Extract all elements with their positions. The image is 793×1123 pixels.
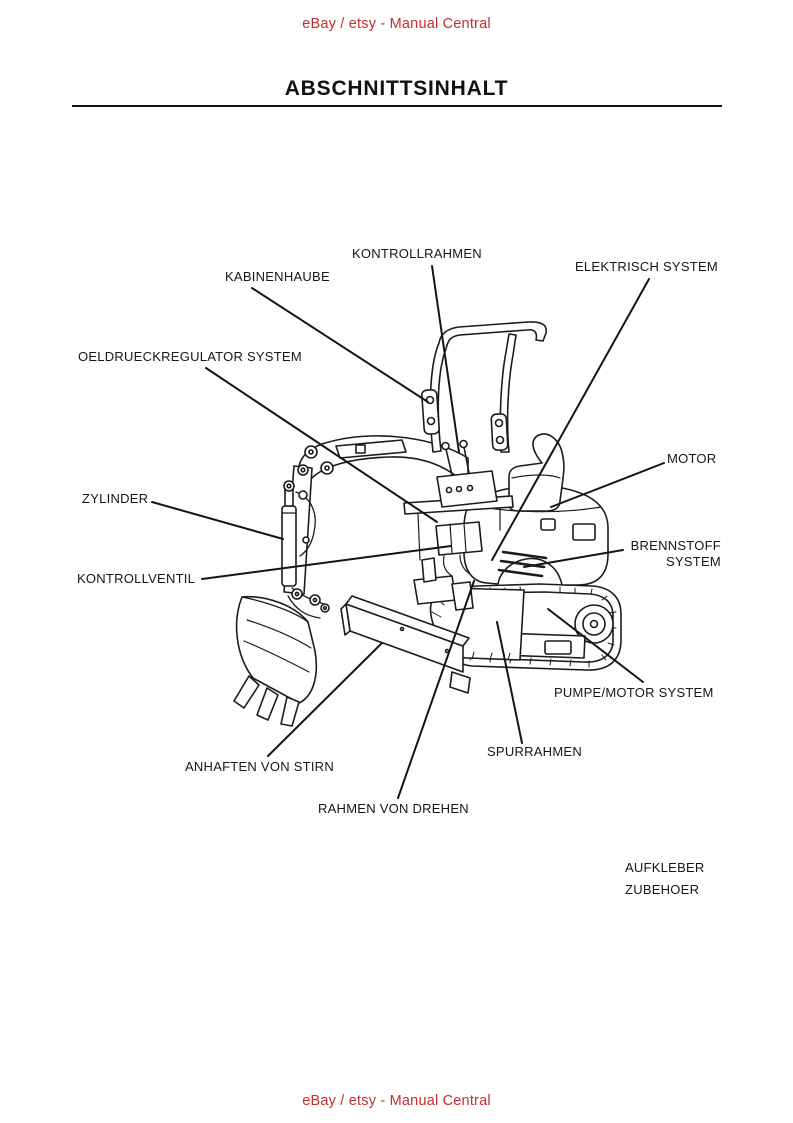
label-kontrollventil: KONTROLLVENTIL bbox=[77, 571, 196, 586]
canopy-frame bbox=[421, 321, 548, 453]
label-elektrisch-system: ELEKTRISCH SYSTEM bbox=[575, 259, 718, 274]
boom bbox=[298, 435, 469, 489]
header-watermark: eBay / etsy - Manual Central bbox=[302, 16, 491, 32]
label-anhaften-von-stirn: ANHAFTEN VON STIRN bbox=[185, 759, 334, 774]
bucket-linkage bbox=[287, 587, 330, 619]
leader-motor bbox=[550, 462, 665, 508]
leader-spurrahmen bbox=[496, 621, 523, 744]
leader-anhaften bbox=[267, 642, 383, 757]
leader-rahmen-drehen bbox=[397, 580, 475, 799]
canopy-hinge-right bbox=[490, 413, 509, 451]
leader-brennstoff bbox=[523, 549, 624, 568]
bucket-tooth bbox=[280, 696, 300, 727]
leader-lines bbox=[151, 265, 665, 799]
leader-kontrollrahmen bbox=[431, 265, 460, 453]
label-pumpe-motor-system: PUMPE/MOTOR SYSTEM bbox=[554, 685, 714, 700]
leader-oeldrueck bbox=[205, 367, 438, 523]
label-brennstoff-system: BRENNSTOFF SYSTEM bbox=[630, 538, 721, 569]
dozer-blade bbox=[340, 595, 471, 694]
leader-elektrisch bbox=[491, 278, 650, 561]
title-rule bbox=[72, 105, 722, 107]
control-console bbox=[436, 439, 498, 508]
bucket-tooth bbox=[256, 687, 279, 721]
excavator-drawing bbox=[233, 321, 622, 727]
canopy-hinge-left bbox=[421, 389, 440, 435]
label-kontrollrahmen: KONTROLLRAHMEN bbox=[352, 246, 482, 261]
label-oeldrueckregulator-system: OELDRUECKREGULATOR SYSTEM bbox=[78, 349, 302, 364]
label-spurrahmen: SPURRAHMEN bbox=[487, 744, 582, 759]
footer-watermark: eBay / etsy - Manual Central bbox=[302, 1093, 491, 1109]
page-title: ABSCHNITTSINHALT bbox=[284, 77, 509, 100]
leader-kontrollventil bbox=[201, 545, 452, 580]
label-zubehoer: ZUBEHOER bbox=[625, 882, 700, 897]
bucket bbox=[233, 595, 318, 727]
leader-pumpe bbox=[547, 608, 644, 683]
label-rahmen-von-drehen: RAHMEN VON DREHEN bbox=[318, 801, 469, 816]
leader-zylinder bbox=[151, 501, 284, 540]
label-zylinder: ZYLINDER bbox=[82, 491, 149, 506]
label-kabinenhaube: KABINENHAUBE bbox=[225, 269, 330, 284]
bucket-tooth bbox=[233, 675, 260, 709]
fuel-tank-vents bbox=[497, 550, 548, 578]
leader-kabinenhaube bbox=[251, 287, 429, 403]
label-motor: MOTOR bbox=[667, 451, 717, 466]
swing-frame bbox=[413, 557, 474, 611]
label-aufkleber: AUFKLEBER bbox=[625, 860, 705, 875]
